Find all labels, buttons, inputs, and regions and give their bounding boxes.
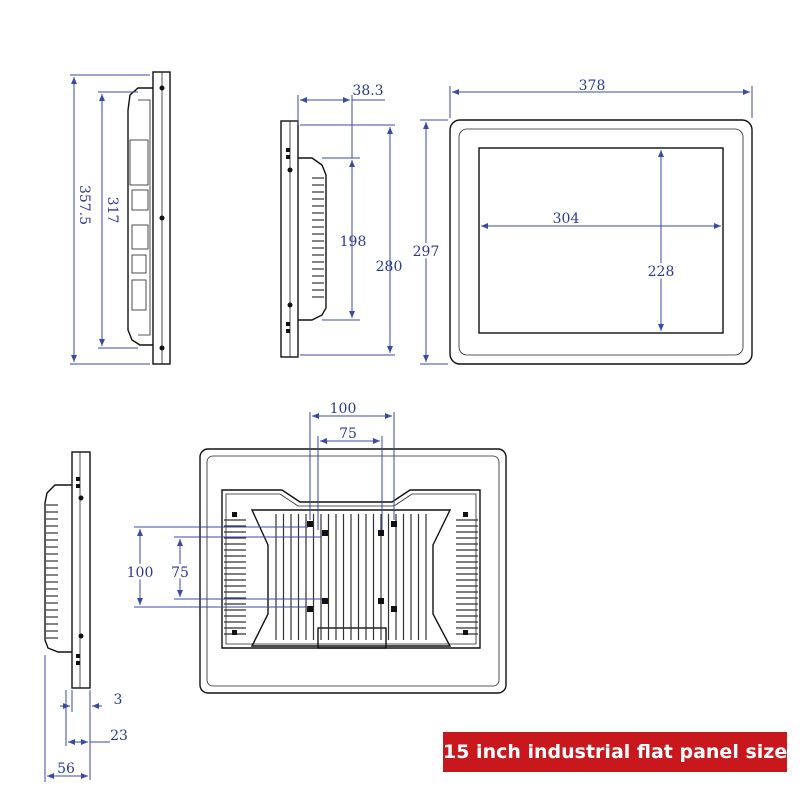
dim-317: 317	[104, 197, 120, 224]
dim-vesa-100-h: 100	[330, 401, 357, 417]
dim-3: 3	[114, 692, 123, 708]
side-view-left: 357.5 317	[70, 71, 171, 365]
dim-357-5: 357.5	[76, 185, 92, 225]
dim-378: 378	[579, 78, 606, 94]
dim-vesa-75-v: 75	[171, 565, 189, 581]
dim-280: 280	[376, 259, 403, 275]
dim-304: 304	[553, 211, 580, 227]
dim-297: 297	[413, 244, 440, 260]
dim-56: 56	[57, 761, 75, 777]
dim-198: 198	[340, 234, 367, 250]
dim-vesa-75-h: 75	[339, 426, 357, 442]
dim-vesa-100-v: 100	[127, 565, 154, 581]
dim-38-3: 38.3	[352, 83, 383, 99]
rear-view: 100 75 100 75	[124, 401, 507, 694]
front-view: 378 297 304 228	[410, 78, 753, 365]
side-view-thickness: 3 23 56	[44, 451, 128, 782]
side-view-depth: 38.3 198 280	[280, 83, 403, 358]
dim-228: 228	[648, 264, 675, 280]
dim-23: 23	[110, 728, 128, 744]
caption-banner: 15 inch industrial flat panel size	[443, 732, 787, 772]
